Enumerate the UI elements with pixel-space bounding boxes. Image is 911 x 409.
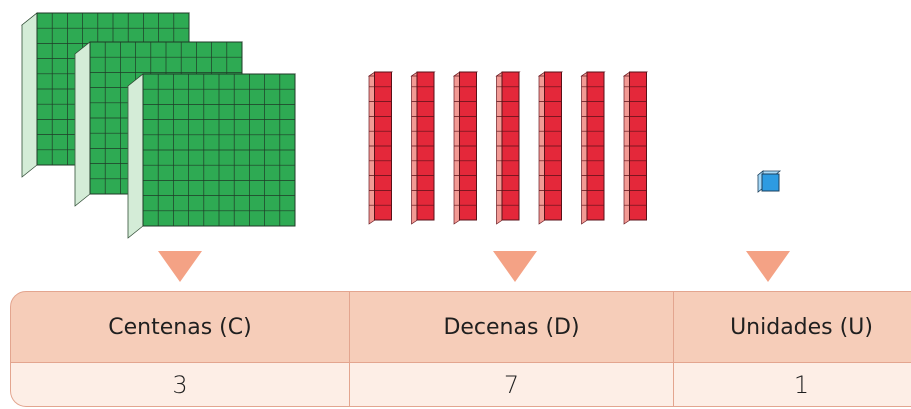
ten-rod-block: [495, 71, 521, 225]
place-value-row: 3 7 1: [10, 363, 911, 407]
rod-divisions: [411, 86, 435, 206]
ten-rod-block: [367, 71, 394, 225]
ten-rod-block: [622, 71, 649, 225]
hundreds-value: 3: [10, 363, 350, 407]
hundreds-header: Centenas (C): [10, 291, 350, 363]
unit-cube-block: [756, 170, 782, 193]
rod-divisions: [496, 86, 520, 206]
place-value-table: Centenas (C) Decenas (D) Unidades (U) 3 …: [10, 291, 911, 407]
tens-arrow: [493, 251, 537, 282]
place-value-header-row: Centenas (C) Decenas (D) Unidades (U): [10, 291, 911, 363]
tens-header: Decenas (D): [350, 291, 674, 363]
rod-divisions: [624, 86, 647, 206]
rod-divisions: [454, 86, 477, 206]
hundreds-arrow: [158, 251, 202, 282]
grid-lines: [143, 74, 295, 226]
ten-rod-block: [410, 71, 436, 225]
rod-divisions: [581, 86, 605, 206]
ten-rod-block: [580, 71, 606, 225]
tens-value: 7: [350, 363, 674, 407]
ten-rod-block: [452, 71, 479, 225]
unit-front-face: [761, 173, 780, 192]
rod-divisions: [539, 86, 562, 206]
base-ten-blocks-illustration: [21, 12, 790, 282]
rod-divisions: [369, 86, 392, 206]
ten-rod-block: [537, 71, 564, 225]
flat-side-face: [127, 73, 144, 239]
flat-side-face: [21, 12, 38, 178]
hundred-flat-block: [127, 73, 296, 239]
flat-side-face: [74, 41, 91, 207]
units-header: Unidades (U): [674, 291, 911, 363]
units-arrow: [746, 251, 790, 282]
units-value: 1: [674, 363, 911, 407]
